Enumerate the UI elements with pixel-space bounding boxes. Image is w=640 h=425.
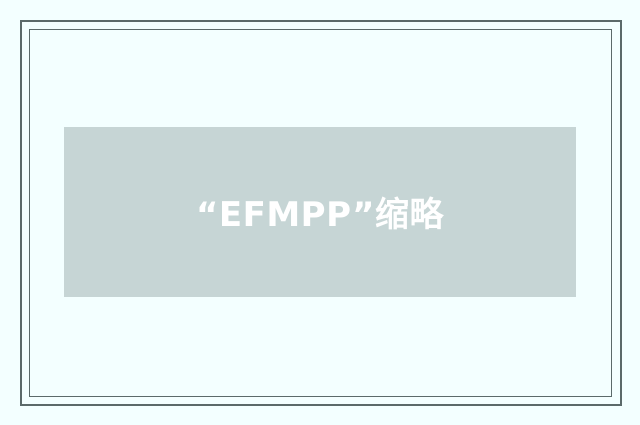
- inner-frame-border: [29, 29, 612, 397]
- outer-frame-border: [20, 20, 622, 406]
- thumbnail-placeholder: “EFMPP”缩略: [64, 127, 576, 297]
- thumbnail-title: “EFMPP”缩略: [196, 194, 444, 235]
